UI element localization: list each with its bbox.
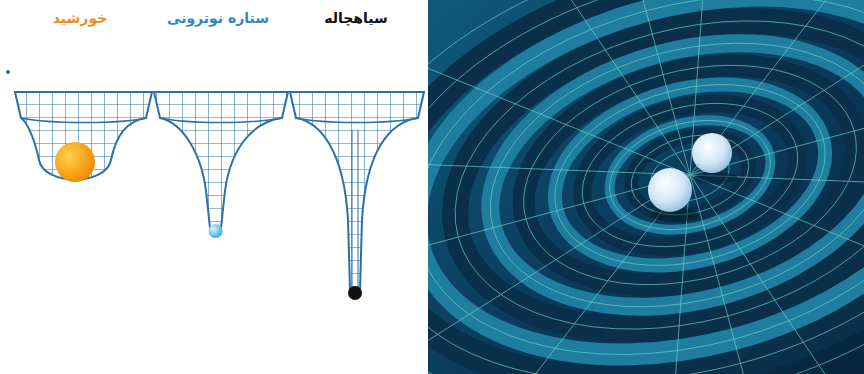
object-label: ستاره نوترونی — [167, 10, 269, 27]
dot — [6, 70, 10, 74]
gravitational-wave-image — [428, 0, 864, 374]
neutron-star-funnel — [154, 92, 288, 238]
black-hole-funnel — [290, 92, 424, 300]
sun-funnel — [15, 92, 152, 182]
object-label: خورشید — [53, 10, 108, 27]
object-label: سیاهچاله — [324, 10, 388, 27]
